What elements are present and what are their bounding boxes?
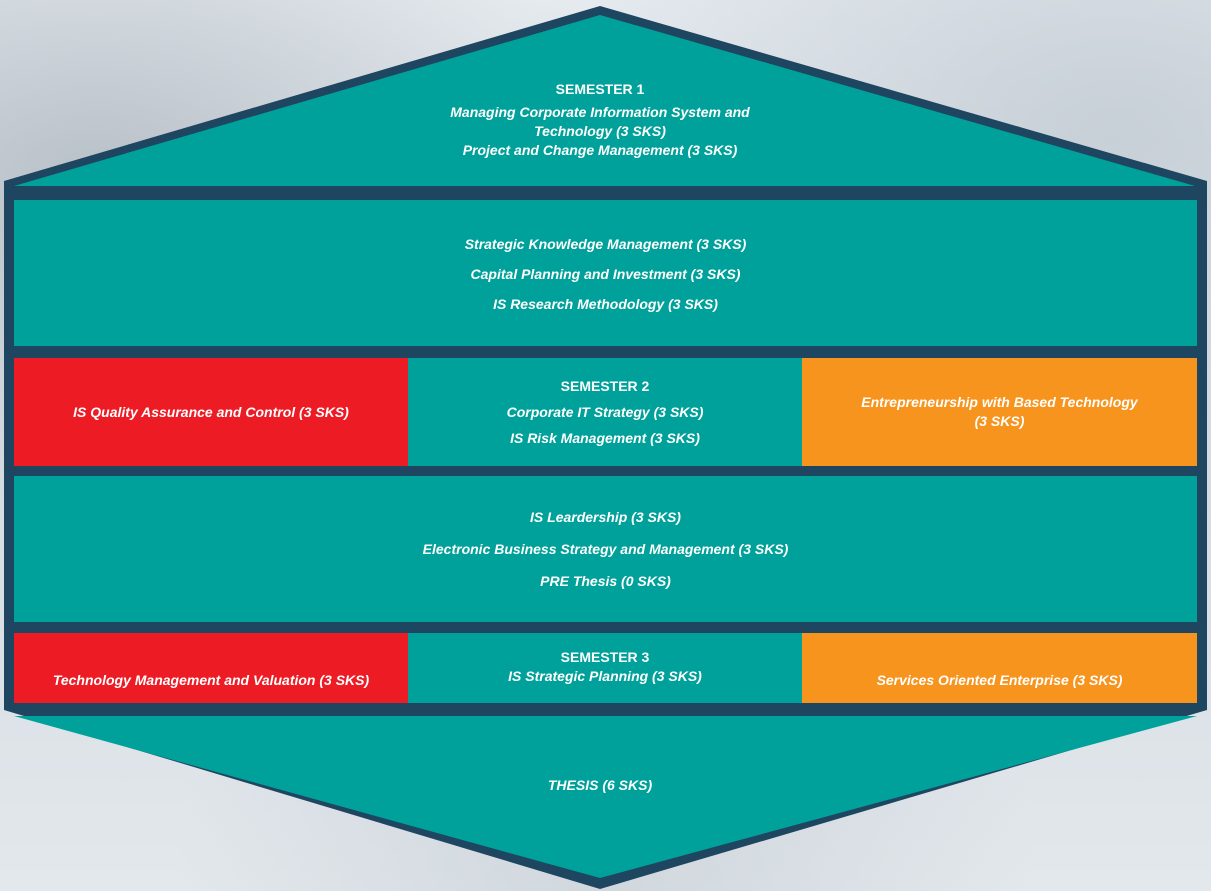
semester1-core-course: Capital Planning and Investment (3 SKS) [470, 266, 741, 282]
semester2-right-elective-label: Entrepreneurship with Based Technology [861, 394, 1138, 410]
semester2-left-elective-label: IS Quality Assurance and Control (3 SKS) [73, 403, 349, 420]
thesis-text: THESIS (6 SKS) [330, 770, 870, 800]
semester1-header: SEMESTER 1 [555, 81, 645, 97]
semester1-course-line: Managing Corporate Information System an… [450, 104, 750, 120]
thesis-bottom-block [14, 716, 1197, 878]
semester2-core-text: IS Leardership (3 SKS) Electronic Busine… [14, 503, 1197, 595]
semester1-top-block [14, 15, 1195, 186]
semester2-center-text: SEMESTER 2 Corporate IT Strategy (3 SKS)… [408, 364, 802, 460]
semester3-right-elective-label: Services Oriented Enterprise (3 SKS) [876, 672, 1123, 688]
semester2-core-course: IS Leardership (3 SKS) [530, 509, 681, 525]
semester1-top-text: SEMESTER 1 Managing Corporate Informatio… [330, 70, 870, 170]
semester2-right-elective-text: Entrepreneurship with Based Technology (… [802, 358, 1197, 466]
semester1-course-line: Project and Change Management (3 SKS) [462, 142, 738, 158]
semester3-header: SEMESTER 3 [560, 649, 650, 665]
semester3-left-elective-block [14, 633, 408, 703]
semester2-left-elective-text: IS Quality Assurance and Control (3 SKS) [14, 358, 408, 466]
semester1-core-course: Strategic Knowledge Management (3 SKS) [464, 236, 747, 252]
semester3-center-block [408, 633, 802, 703]
semester3-right-elective-text: Services Oriented Enterprise (3 SKS) [802, 633, 1197, 703]
semester2-core-course: PRE Thesis (0 SKS) [540, 573, 671, 589]
semester3-right-elective-block [802, 633, 1197, 703]
semester2-right-elective-block [802, 358, 1197, 466]
semester1-course-line: Technology (3 SKS) [534, 123, 666, 139]
semester3-center-course: IS Strategic Planning (3 SKS) [508, 668, 702, 684]
semester2-left-elective-block [14, 358, 408, 466]
semester3-left-elective-text: Technology Management and Valuation (3 S… [14, 633, 408, 703]
semester2-core-course: Electronic Business Strategy and Managem… [422, 541, 789, 557]
semester2-header: SEMESTER 2 [560, 378, 650, 394]
semester3-left-elective-label: Technology Management and Valuation (3 S… [52, 672, 370, 688]
semester2-center-block [408, 358, 802, 466]
semester2-center-course: Corporate IT Strategy (3 SKS) [506, 404, 704, 420]
semester1-core-course: IS Research Methodology (3 SKS) [493, 296, 718, 312]
thesis-label: THESIS (6 SKS) [547, 776, 653, 793]
semester2-center-course: IS Risk Management (3 SKS) [510, 430, 700, 446]
semester2-right-elective-label: (3 SKS) [974, 413, 1025, 429]
semester2-core-band [14, 476, 1197, 622]
semester1-core-band [14, 200, 1197, 346]
semester3-center-text: SEMESTER 3 IS Strategic Planning (3 SKS) [408, 633, 802, 703]
semester1-core-text: Strategic Knowledge Management (3 SKS) C… [14, 228, 1197, 320]
